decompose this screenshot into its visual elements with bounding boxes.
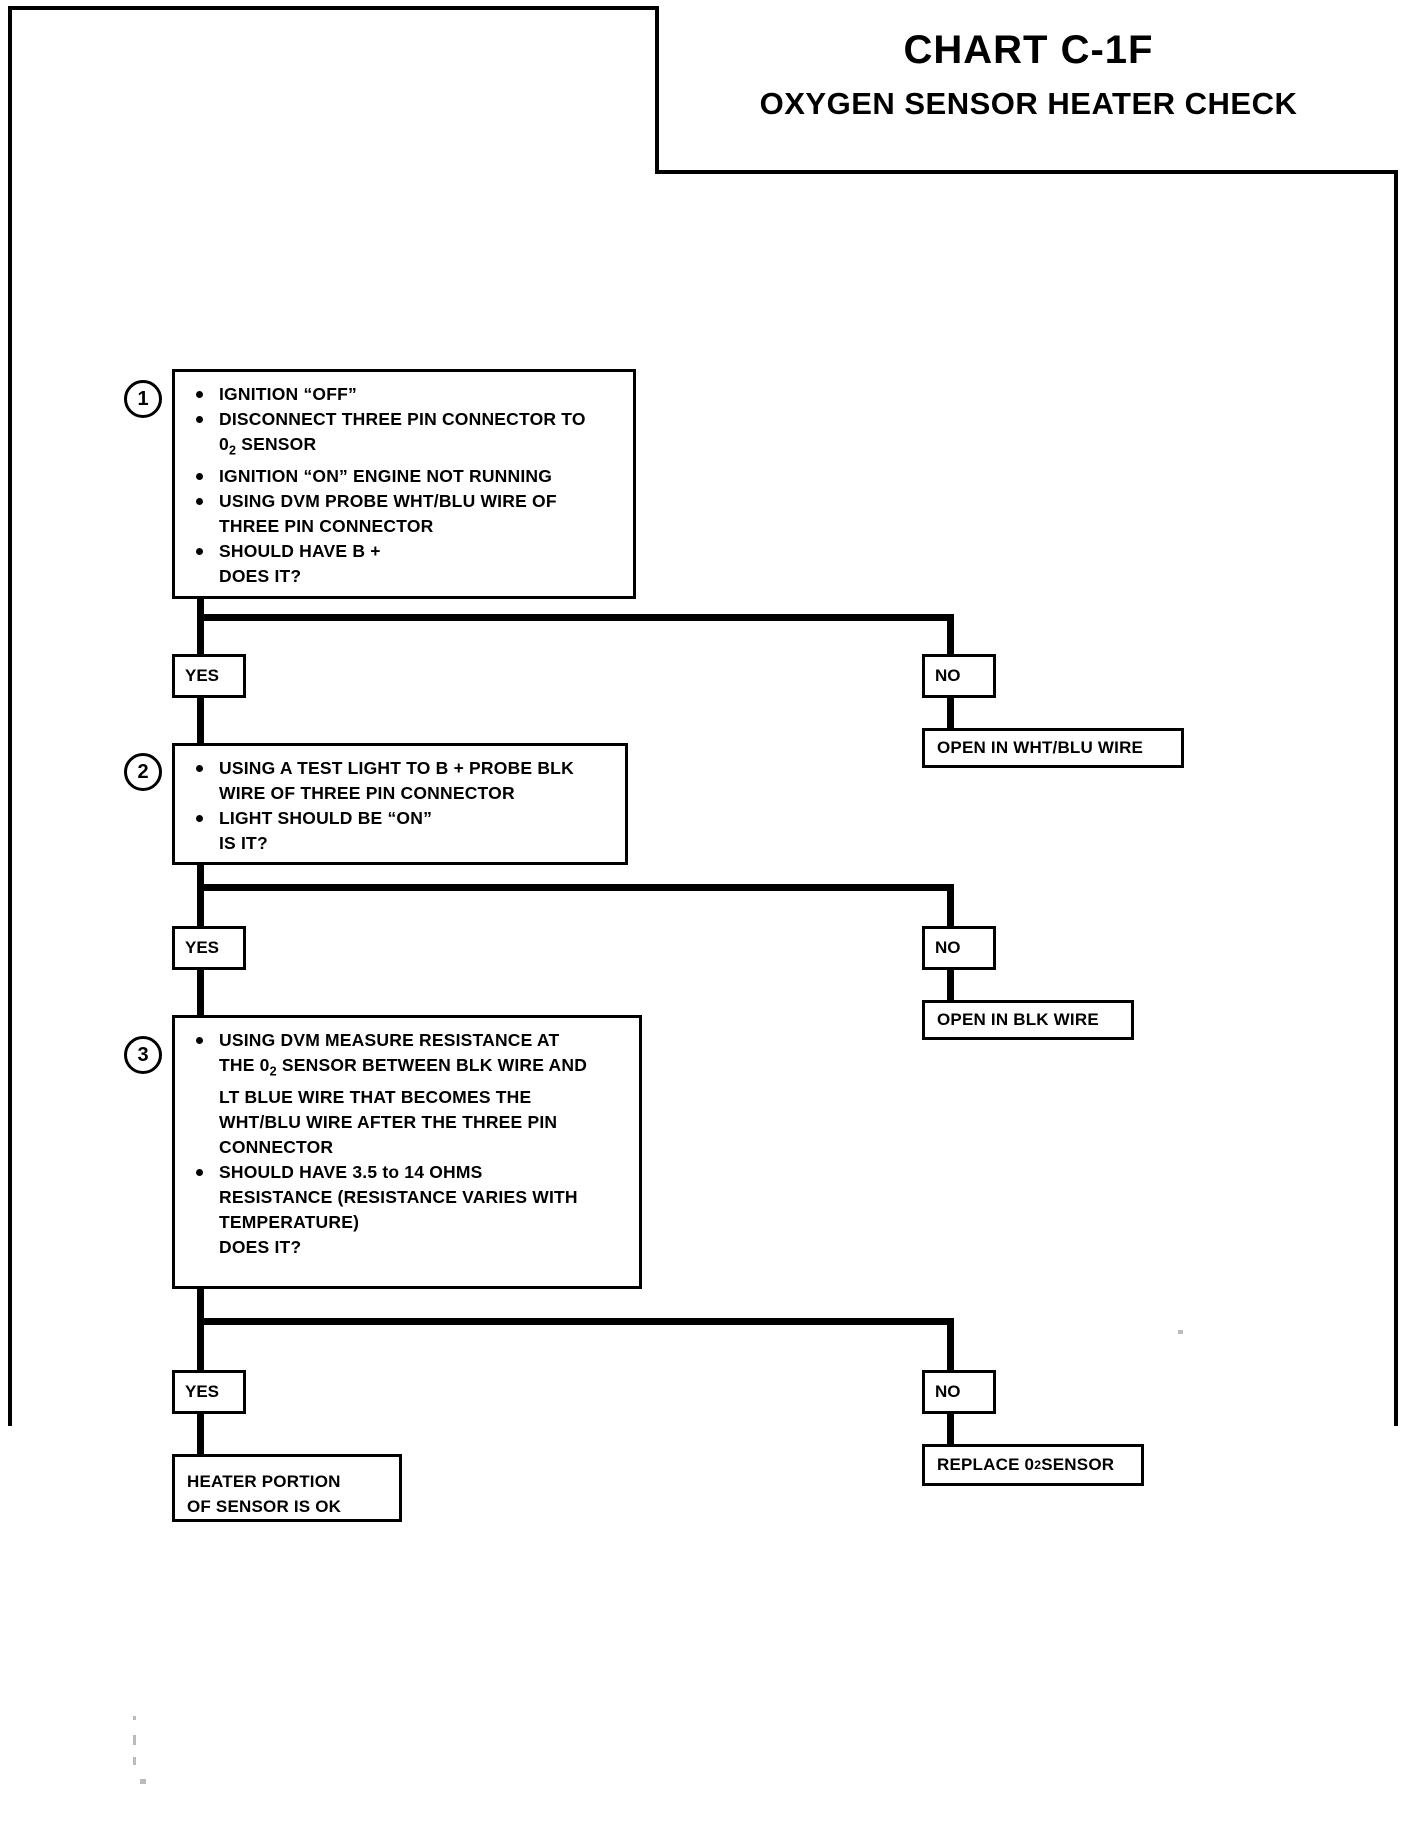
connector-step1-split — [197, 614, 954, 621]
connector-yes1-to-step2 — [197, 698, 204, 746]
page-edge-tick — [1394, 1070, 1398, 1073]
connector-step1-down — [197, 599, 204, 621]
step-3-bullet: USING DVM MEASURE RESISTANCE AT — [189, 1028, 627, 1052]
step-1-bullet: IGNITION “OFF” — [189, 382, 621, 406]
step-2-bullet-list: USING A TEST LIGHT TO B + PROBE BLK WIRE… — [189, 756, 613, 855]
step-marker-3: 3 — [124, 1036, 162, 1074]
scan-speck — [133, 1735, 136, 1745]
title-block: CHART C-1F OXYGEN SENSOR HEATER CHECK — [655, 6, 1398, 174]
connector-yes2-to-step3 — [197, 970, 204, 1016]
scan-speck — [1178, 1330, 1183, 1334]
scan-speck — [133, 1757, 136, 1765]
branch-yes-3: YES — [172, 1370, 246, 1414]
step-3-bullet-cont: RESISTANCE (RESISTANCE VARIES WITH — [219, 1186, 578, 1207]
connector-step3-split — [197, 1318, 954, 1325]
page-frame-left — [8, 6, 12, 1426]
connector-no1-down — [947, 614, 954, 654]
branch-yes-1: YES — [172, 654, 246, 698]
scan-speck — [140, 1779, 146, 1784]
step-3-bullet: SHOULD HAVE 3.5 to 14 OHMS — [189, 1160, 627, 1184]
step-3-bullet-cont: LT BLUE WIRE THAT BECOMES THE — [219, 1086, 532, 1107]
page-edge-tick — [1394, 620, 1398, 623]
connector-yes3-to-result — [197, 1414, 204, 1456]
step-3-bullet-cont: THE 02 SENSOR BETWEEN BLK WIRE AND — [219, 1055, 588, 1079]
step-1-bullet-list: IGNITION “OFF” DISCONNECT THREE PIN CONN… — [189, 382, 621, 588]
step-marker-1: 1 — [124, 380, 162, 418]
step-2-bullet-cont: WIRE OF THREE PIN CONNECTOR — [219, 783, 515, 803]
page-edge-tick — [1394, 770, 1398, 773]
step-3-bullet-cont: CONNECTOR — [219, 1136, 334, 1157]
step-3-bullet-cont: WHT/BLU WIRE AFTER THE THREE PIN — [219, 1111, 558, 1132]
step-3-bullet-cont: DOES IT? — [219, 1236, 302, 1257]
connector-no2-to-result — [947, 970, 954, 1002]
step-box-1: IGNITION “OFF” DISCONNECT THREE PIN CONN… — [172, 369, 636, 599]
step-2-bullet: USING A TEST LIGHT TO B + PROBE BLK — [189, 756, 613, 780]
page-frame-right-lower — [1394, 160, 1398, 1426]
connector-step3-down — [197, 1289, 204, 1325]
page-edge-tick — [1394, 176, 1398, 179]
step-1-bullet: DISCONNECT THREE PIN CONNECTOR TO — [189, 407, 621, 431]
step-1-bullet-cont: DOES IT? — [219, 565, 302, 586]
connector-no1-to-result — [947, 698, 954, 730]
connector-yes2-down — [197, 884, 204, 926]
page-edge-tick — [1394, 920, 1398, 923]
result-open-wht-blu: OPEN IN WHT/BLU WIRE — [922, 728, 1184, 768]
step-box-2: USING A TEST LIGHT TO B + PROBE BLK WIRE… — [172, 743, 628, 865]
branch-no-3: NO — [922, 1370, 996, 1414]
connector-yes1-down — [197, 614, 204, 654]
connector-yes3-down — [197, 1318, 204, 1370]
connector-step2-split — [197, 884, 954, 891]
page-edge-tick — [1394, 320, 1398, 323]
step-1-bullet-cont: THREE PIN CONNECTOR — [219, 515, 434, 536]
step-1-bullet: SHOULD HAVE B + — [189, 539, 621, 563]
result-heater-ok: HEATER PORTION OF SENSOR IS OK — [172, 1454, 402, 1522]
connector-step2-down — [197, 865, 204, 891]
step-1-bullet: USING DVM PROBE WHT/BLU WIRE OF — [189, 489, 621, 513]
step-1-bullet: IGNITION “ON” ENGINE NOT RUNNING — [189, 464, 621, 488]
page-edge-tick — [1394, 1220, 1398, 1223]
scan-speck — [133, 1716, 136, 1720]
step-2-bullet-cont: IS IT? — [219, 833, 268, 853]
branch-no-2: NO — [922, 926, 996, 970]
chart-number: CHART C-1F — [903, 28, 1154, 72]
step-3-bullet-list: USING DVM MEASURE RESISTANCE AT THE 02 S… — [189, 1028, 627, 1259]
connector-no3-down — [947, 1318, 954, 1370]
result-open-blk: OPEN IN BLK WIRE — [922, 1000, 1134, 1040]
chart-title: OXYGEN SENSOR HEATER CHECK — [759, 86, 1298, 121]
connector-no2-down — [947, 884, 954, 926]
step-1-bullet-cont: 02 SENSOR — [219, 434, 317, 458]
branch-yes-2: YES — [172, 926, 246, 970]
step-3-bullet-cont: TEMPERATURE) — [219, 1211, 360, 1232]
connector-no3-to-result — [947, 1414, 954, 1446]
step-marker-2: 2 — [124, 753, 162, 791]
step-box-3: USING DVM MEASURE RESISTANCE AT THE 02 S… — [172, 1015, 642, 1289]
branch-no-1: NO — [922, 654, 996, 698]
page-edge-tick — [1394, 470, 1398, 473]
step-2-bullet: LIGHT SHOULD BE “ON” — [189, 806, 613, 830]
